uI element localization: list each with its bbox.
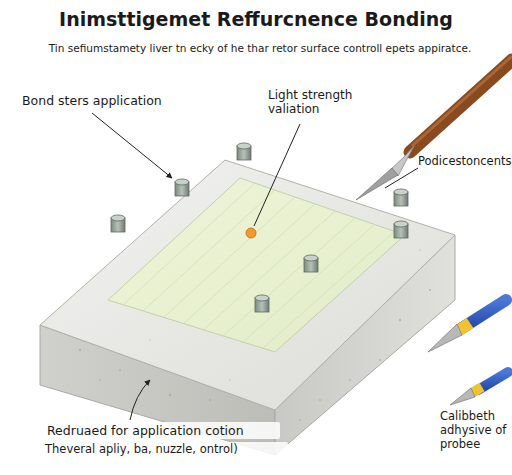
callout-label: Podicestoncents [418,155,510,169]
callout-label: Light strength valiation [268,88,364,117]
diagram-title: Inimsttigemet Reffurcnence Bonding [0,8,512,31]
callout-label: Bond sters application [22,93,202,108]
callout-label: Redruaed for application cotion [44,422,280,439]
callout-label: Calibbeth adhysive of probee [440,410,510,451]
subtitle-note: Tin sefiumstamety liver tn ecky of he th… [40,42,480,55]
callout-note: Theveral apliy, ba, nuzzle, ontrol) [42,442,288,458]
